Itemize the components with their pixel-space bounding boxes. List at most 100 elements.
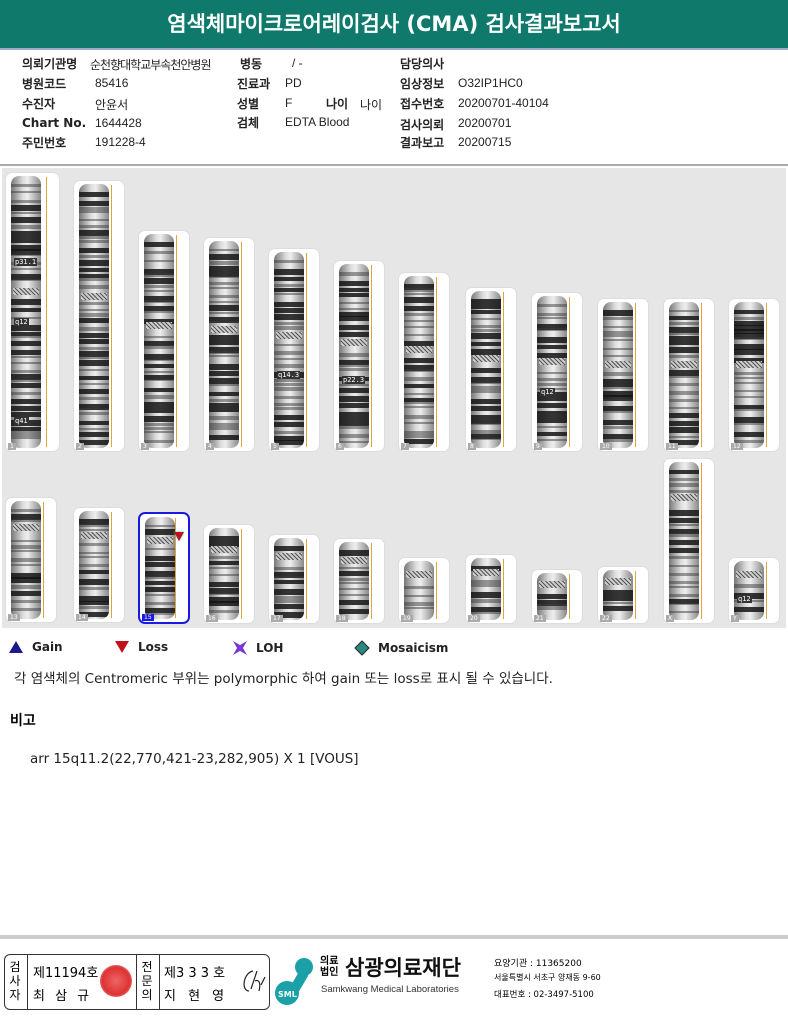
band <box>209 399 239 402</box>
chromosome-12[interactable]: 12 <box>728 298 780 452</box>
chromosome-number: 1 <box>8 443 16 450</box>
band <box>537 432 567 436</box>
band <box>339 588 369 590</box>
centromere <box>341 339 367 346</box>
band <box>11 245 41 251</box>
chromosome-8[interactable]: 8 <box>465 287 517 452</box>
chromosome-22[interactable]: 22 <box>597 566 649 624</box>
chromosome-number: 8 <box>468 443 476 450</box>
band <box>404 306 434 311</box>
legend-loss: Loss <box>114 640 168 654</box>
chromosome-7[interactable]: 7 <box>398 272 450 452</box>
band <box>404 415 434 419</box>
band <box>471 419 501 424</box>
band <box>79 587 109 590</box>
chromosome-11[interactable]: 11 <box>663 298 715 452</box>
band <box>79 601 109 605</box>
band <box>471 325 501 328</box>
chromosome-10[interactable]: 10 <box>597 298 649 452</box>
band <box>734 329 764 334</box>
chromosome-4[interactable]: 4 <box>203 237 255 452</box>
band-label: q12 <box>14 318 29 326</box>
band <box>404 431 434 435</box>
chromosome-19[interactable]: 19 <box>398 557 450 624</box>
chromosome-number: 19 <box>401 615 413 622</box>
band <box>144 278 174 284</box>
band <box>79 225 109 228</box>
band <box>669 586 699 588</box>
band <box>79 543 109 546</box>
band <box>209 276 239 278</box>
specialist-number: 제3 3 3 호 <box>164 966 226 981</box>
band <box>404 602 434 606</box>
band <box>537 324 567 330</box>
band <box>209 335 239 340</box>
band <box>734 310 764 314</box>
band <box>537 345 567 349</box>
band <box>404 406 434 408</box>
band <box>339 293 369 297</box>
band <box>471 566 501 571</box>
request-value: 20200701 <box>458 116 512 130</box>
chromosome-18[interactable]: 18 <box>333 538 385 624</box>
band <box>537 604 567 608</box>
chromosome-3[interactable]: 3 <box>138 230 190 452</box>
band <box>79 369 109 371</box>
band <box>603 606 633 611</box>
band <box>471 386 501 390</box>
band <box>11 600 41 603</box>
band <box>79 235 109 239</box>
probe-line <box>371 543 372 619</box>
chromosome-17[interactable]: 17 <box>268 534 320 624</box>
band <box>274 567 304 570</box>
dept-value: PD <box>285 76 302 90</box>
band <box>603 434 633 439</box>
band <box>471 592 501 598</box>
chromosome-ideogram <box>669 302 699 448</box>
chromosome-number: X <box>666 615 675 622</box>
band <box>603 379 633 383</box>
band <box>471 390 501 393</box>
chromosome-15[interactable]: 15 <box>138 512 190 624</box>
chromosome-20[interactable]: 20 <box>465 554 517 624</box>
band <box>669 533 699 537</box>
band <box>734 333 764 339</box>
chromosome-21[interactable]: 21 <box>531 569 583 624</box>
band <box>274 387 304 391</box>
chromosome-14[interactable]: 14 <box>73 507 125 623</box>
probe-line <box>569 297 570 447</box>
chromosome-X[interactable]: X <box>663 458 715 624</box>
chromosome-number: 17 <box>271 615 283 622</box>
band <box>144 319 174 324</box>
legend-mosaicism-label: Mosaicism <box>378 641 449 655</box>
band <box>339 325 369 330</box>
band <box>274 358 304 360</box>
band <box>11 184 41 187</box>
institution-value: 순천향대학교부속천안병원 <box>90 58 211 72</box>
band <box>145 608 175 613</box>
chromosome-2[interactable]: 2 <box>73 180 125 452</box>
chromosome-13[interactable]: 13 <box>5 497 57 623</box>
specimen-value: EDTA Blood <box>285 115 350 129</box>
band <box>144 242 174 247</box>
chromosome-16[interactable]: 16 <box>203 524 255 624</box>
band <box>209 427 239 430</box>
band <box>404 297 434 303</box>
band <box>669 603 699 605</box>
band <box>274 396 304 399</box>
band <box>603 387 633 389</box>
loss-triangle-icon <box>115 641 129 653</box>
dept-label: 진료과 <box>237 77 271 91</box>
band <box>734 337 764 340</box>
band <box>209 305 239 311</box>
loss-marker-icon[interactable] <box>174 532 184 541</box>
band <box>734 349 764 355</box>
band <box>734 584 764 588</box>
probe-line <box>436 277 437 447</box>
